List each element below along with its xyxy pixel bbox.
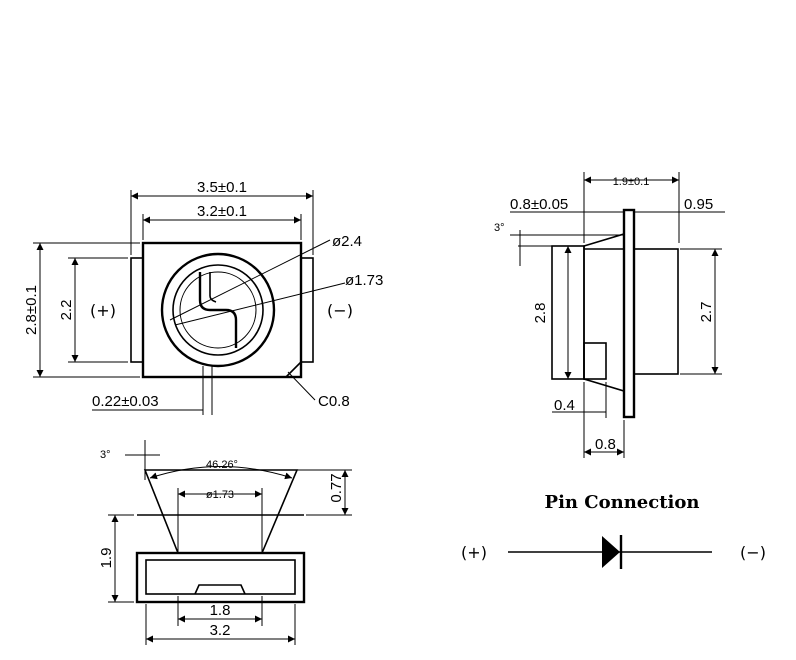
dim-left-lead: 0.8±0.05 <box>510 196 568 213</box>
lens-outer-label: ø2.4 <box>332 233 362 250</box>
front-lens-label: ø1.73 <box>206 489 234 501</box>
side-angle-label: 3° <box>494 222 505 234</box>
pin-minus-label: (−) <box>740 543 766 562</box>
lens-outer-circle <box>160 252 276 368</box>
side-small-block <box>583 342 607 380</box>
dim-front-height: 1.9 <box>98 548 115 569</box>
front-notch <box>194 584 246 595</box>
dim-height-right: 2.7 <box>698 302 715 323</box>
lens-inner-circle <box>172 264 264 356</box>
dim-pad-gap: 0.22±0.03 <box>92 393 159 410</box>
top-plus-label: (+) <box>90 301 116 320</box>
lens-inner-label: ø1.73 <box>345 272 383 289</box>
pin-connection: Pin Connection (+) (−) <box>461 492 766 569</box>
dim-inner-width: 1.8 <box>210 602 231 619</box>
dim-depth: 1.9±0.1 <box>613 176 650 188</box>
side-right-block <box>633 248 679 375</box>
dim-bottom-width: 0.8 <box>595 436 616 453</box>
leader-d24 <box>169 239 331 321</box>
diode-triangle-icon <box>602 536 620 568</box>
top-minus-label: (−) <box>327 301 353 320</box>
dim-bottom-small: 0.4 <box>554 397 575 414</box>
dim-height-pad: 2.2 <box>58 300 75 321</box>
dim-top-gap: 0.77 <box>328 473 345 502</box>
pin-connection-title: Pin Connection <box>545 492 700 513</box>
side-lead-plate <box>622 208 636 419</box>
die-bond-shape <box>198 272 238 348</box>
dim-outer-width: 3.2 <box>210 622 231 639</box>
chamfer-label: C0.8 <box>318 393 350 410</box>
dim-width-outer: 3.5±0.1 <box>197 179 247 196</box>
dim-right-lead: 0.95 <box>684 196 713 213</box>
cone-angle-label: 46.26° <box>206 459 238 471</box>
cone-angle-arc <box>149 466 293 480</box>
leader-c08 <box>287 371 316 401</box>
side-body-taper <box>583 232 625 393</box>
side-view: 1.9±0.1 0.8±0.05 0.95 3° 2.8 2.7 0.4 0.8 <box>494 172 725 458</box>
right-lead-outline <box>300 257 314 363</box>
pin-plus-label: (+) <box>461 543 487 562</box>
front-cone-outline <box>143 469 299 554</box>
top-view: 3.5±0.1 3.2±0.1 2.8±0.1 2.2 (+) (−) ø2.4… <box>23 179 383 415</box>
dim-height-left: 2.8 <box>532 303 549 324</box>
left-lead-outline <box>130 257 144 363</box>
front-inner-outline <box>145 559 296 595</box>
dim-height-outer: 2.8±0.1 <box>23 285 40 335</box>
front-angle-label: 3° <box>100 449 111 461</box>
lens-die-circle <box>179 271 257 349</box>
front-view: ø1.73 46.26° 3° 0.77 1.9 1.8 3.2 <box>98 440 352 645</box>
dim-width-inner: 3.2±0.1 <box>197 203 247 220</box>
chamfer-line <box>285 361 302 378</box>
leader-d173 <box>174 282 346 326</box>
